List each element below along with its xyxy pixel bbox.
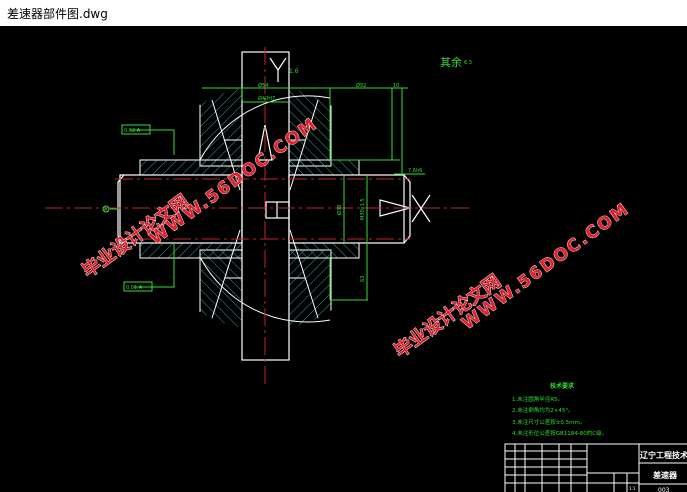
dimension-text: Ø54 Ø92 10 Ø40H7 7.6h6 Ø38 M30x1.5 63 0.… [104,55,472,291]
title-school: 辽宁工程技术大学 [640,450,687,460]
surface-mark: 1.6 [289,68,299,75]
dim-shaft-dia: Ø38 [336,205,343,215]
tech-requirements: 技术要求 1.未注圆角半径R5。 2.未注倒角均为2×45°。 3.未注尺寸公差… [512,382,607,437]
roughness-note: 其余 [440,55,462,69]
roughness-value: 6.3 [464,60,472,66]
watermark-url: WWW.56DOC.COM [458,199,633,334]
dim-right-small: 7.6h6 [408,168,422,174]
tech-req-heading: 技术要求 [550,382,575,390]
datum-label: A [104,207,108,213]
dim-thread: M30x1.5 [360,198,366,220]
dim-bore: Ø40H7 [258,95,275,102]
window-title: 差速器部件图.dwg [7,7,108,21]
watermark: 毕业设计论文网 WWW.56DOC.COM 毕业设计论文网 WWW.56DOC.… [78,114,634,363]
drawing-canvas[interactable]: Ø54 Ø92 10 Ø40H7 7.6h6 Ø38 M30x1.5 63 0.… [0,26,687,492]
dim-top-mid: Ø92 [356,82,366,89]
tolerance-bottom: 0.01 A [126,285,143,291]
title-block [504,443,687,492]
tech-req-item: 4.未注形位公差按GB1184-80的C级。 [512,429,607,437]
tech-req-item: 2.未注倒角均为2×45°。 [512,406,574,414]
cad-drawing: Ø54 Ø92 10 Ø40H7 7.6h6 Ø38 M30x1.5 63 0.… [45,47,687,492]
gear-section [139,86,360,330]
tech-req-item: 1.未注圆角半径R5。 [512,395,563,403]
dim-top-left: Ø54 [258,82,268,89]
center-lines [45,47,472,388]
title-scale: 1:1 [629,486,636,491]
title-bar: 差速器部件图.dwg [0,0,687,26]
dimension-lines [102,87,425,301]
dim-top-right: 10 [393,83,399,89]
title-code: 003 [658,487,670,492]
title-part-name: 差速器 [652,470,678,480]
tech-req-item: 3.未注尺寸公差按±0.5mm。 [512,418,585,426]
tolerance-top: 0.02 A [124,128,141,134]
dim-height: 63 [360,276,366,282]
